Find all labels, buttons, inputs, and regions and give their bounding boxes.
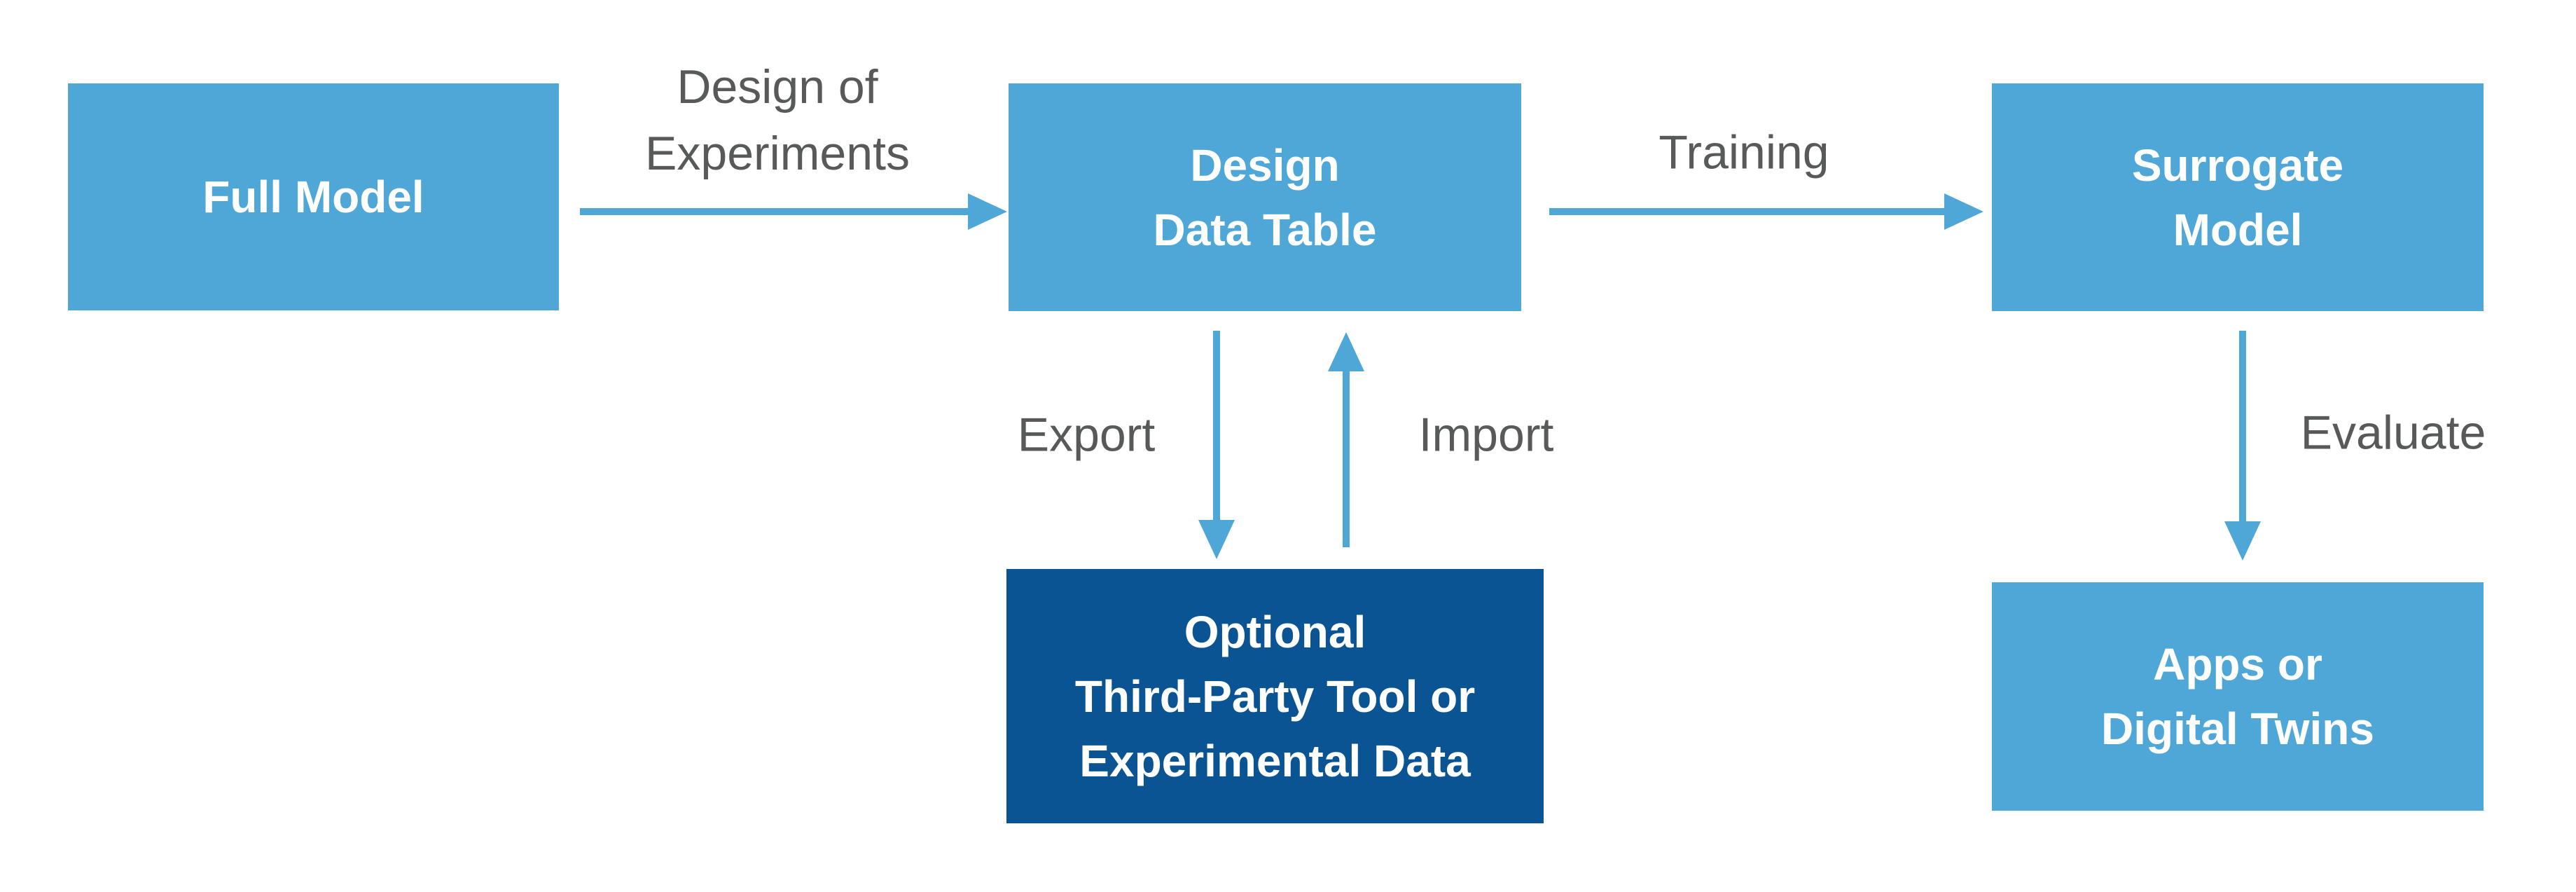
arrowhead-down-icon (2224, 521, 2261, 561)
node-apps-digital-twins: Apps or Digital Twins (1992, 582, 2484, 811)
edge-label-export: Export (1018, 402, 1156, 469)
node-label-line: Optional (1184, 606, 1366, 657)
arrow-import (1328, 332, 1364, 547)
edge-label-line: Evaluate (2300, 406, 2486, 460)
arrow-training (1549, 193, 1983, 230)
node-label-line: Digital Twins (2101, 704, 2374, 754)
node-surrogate-model: Surrogate Model (1992, 83, 2484, 311)
arrowhead-up-icon (1328, 332, 1364, 371)
node-label-line: Third-Party Tool or (1074, 671, 1476, 722)
arrowhead-down-icon (1198, 520, 1235, 559)
node-label-line: Experimental Data (1079, 735, 1471, 786)
node-label-line: Data Table (1153, 204, 1377, 255)
edge-label-line: Training (1659, 125, 1829, 179)
node-full-model: Full Model (68, 83, 559, 310)
edge-label-training: Training (1659, 120, 1829, 186)
edge-label-line: Import (1418, 408, 1554, 462)
node-label-line: Apps or (2153, 639, 2322, 689)
node-optional-third-party: Optional Third-Party Tool or Experimenta… (1006, 569, 1544, 823)
arrow-design-of-experiments (580, 193, 1007, 230)
node-label-line: Surrogate (2131, 139, 2344, 191)
edge-label-line: Design of (677, 60, 878, 114)
edge-label-line: Experiments (645, 127, 910, 180)
edge-label-import: Import (1419, 402, 1554, 469)
node-label-line: Design (1190, 139, 1340, 191)
edge-label-design-of-experiments: Design of Experiments (645, 54, 910, 187)
arrow-export (1198, 331, 1235, 559)
arrowhead-right-icon (968, 193, 1007, 230)
node-label-line: Full Model (202, 172, 424, 222)
node-label-line: Model (2173, 204, 2303, 255)
arrowhead-right-icon (1944, 193, 1983, 230)
edge-label-evaluate: Evaluate (2301, 400, 2486, 467)
edge-label-line: Export (1017, 408, 1156, 462)
node-design-data-table: Design Data Table (1009, 83, 1521, 311)
arrow-evaluate (2224, 331, 2261, 561)
